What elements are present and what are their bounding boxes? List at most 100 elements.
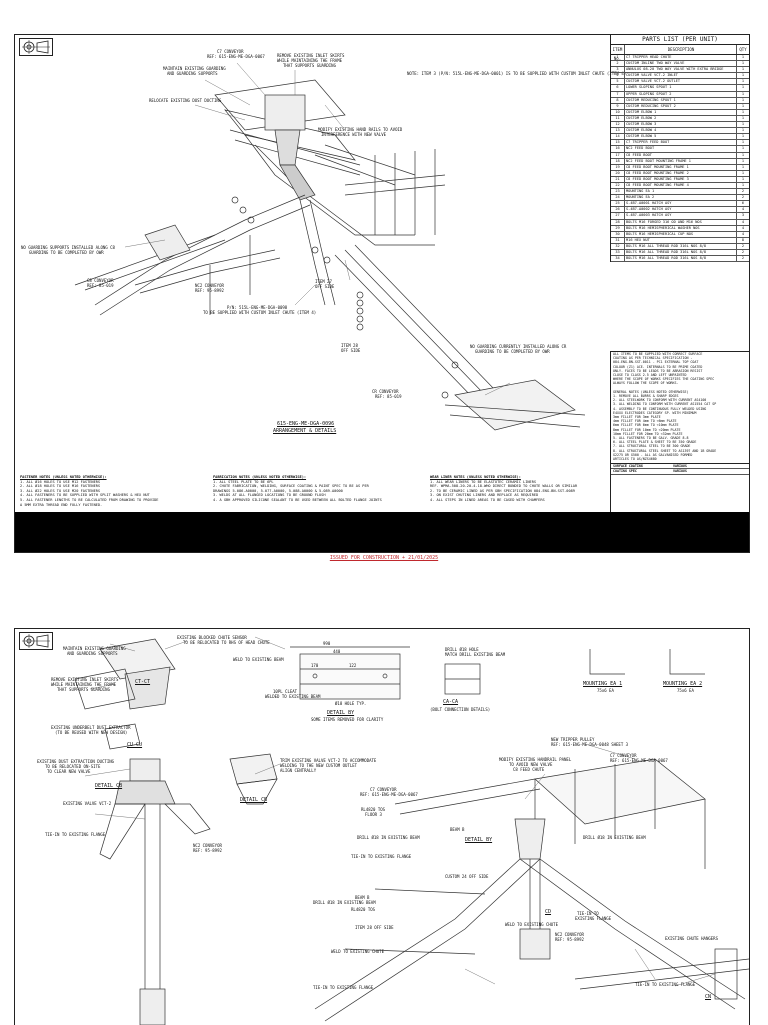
dim-122: 122 (349, 663, 357, 668)
fastener-notes-heading: FASTENER NOTES (UNLESS NOTED OTHERWISE): (20, 475, 107, 479)
item-number: 15 (611, 140, 625, 146)
callout-remove-skirts: REMOVE EXISTING INLET SKIRTS (277, 53, 345, 58)
callout-c8-ref: REF: 85-019 (87, 283, 114, 288)
drawing-sheet-1: C7 CONVEYOR REF: 615-ENG-ME-DGA-0067 MAI… (14, 34, 750, 553)
callout-nc2-conveyor-2: NC2 CONVEYOR (555, 932, 584, 937)
section-ct-ct: CT-CT (135, 679, 151, 685)
item-number: 6 (611, 85, 625, 91)
coating-value: VARIOUS (673, 464, 687, 469)
general-note-line: 3mm FILLET FOR 3mm PLATE (613, 415, 661, 420)
item-qty: 3 (741, 213, 745, 218)
general-note-line: ONLY. FACES TO BE LEADS TO BE ABRASION R… (613, 368, 703, 373)
item-qty: 2 (741, 250, 745, 254)
callout-c8-feed: C8 FEED CHUTE (513, 767, 545, 772)
fabrication-notes-heading: FABRICATION NOTES (UNLESS NOTED OTHERWIS… (213, 475, 307, 479)
header-item: ITEM No. (611, 45, 625, 61)
item-description: LOWER SLOPING SPOUT 1 (625, 85, 737, 91)
item-qty: 1 (741, 182, 745, 187)
item-description: BOLTS M16 HEMISPHERICAL WASHER NOS (625, 225, 737, 231)
general-note-line: ALWAYS FOLLOW THE SCOPE OF WORKS. (613, 381, 679, 386)
callout-underbelt: EXISTING UNDERBELT DUST EXTRACTOR (51, 725, 131, 730)
item-number: 25 (611, 201, 625, 207)
item-description: CUSTOM ELBOW 1 (625, 109, 737, 115)
item-number: 2 (611, 61, 625, 67)
note-top: NOTE: ITEM 3 (P/N: 515L-ENG-ME-DGA-0001)… (407, 71, 627, 76)
callout-remove-skirts-s2: REMOVE EXISTING INLET SKIRTS (51, 677, 119, 682)
general-notes-box: ALL ITEMS TO BE SUPPLIED WITH CORRECT SU… (610, 351, 749, 512)
drawing-number: 615-ENG-ME-DGA-0096 (277, 421, 335, 427)
callout-no-guarding-2: GUARDING TO BE COMPLETED BY OWR (29, 250, 104, 255)
general-note-line: E4XXX ELECTRODES CATEGORY SP. WITH MINIM… (613, 410, 697, 415)
note-line: 2. CHUTE FABRICATION, WELDING, SURFACE C… (213, 484, 369, 489)
general-note-line: 10mm FILLET FOR 20mm TO <32mm PLATE (613, 431, 683, 436)
callout-blocked-sensor: EXISTING BLOCKED CHUTE SENSOR (177, 635, 247, 640)
callout-hole18: Ø18 HOLE TYP. (335, 701, 367, 706)
item-number: 1 (611, 55, 625, 61)
callout-rl: RL4820 TOS (351, 907, 376, 912)
parts-list-header: ITEM No. DESCRIPTION QTY (611, 45, 749, 61)
detail-cb-label: DETAIL CB (95, 783, 123, 789)
callout-cleat-2: WELDED TO EXISTING BEAM (265, 694, 321, 699)
item-qty: 2 (741, 256, 745, 261)
mounting-ea2-sub: 75x6 EA (677, 688, 694, 693)
note-line: DRAWINGS 5-086-A0000, 5-077-A0000, 5-088… (213, 488, 343, 493)
item-qty: 1 (741, 140, 745, 145)
callout-c8-conveyor: C8 CONVEYOR (87, 278, 114, 283)
general-note-line: 5. ALL FASTENERS TO BE GALV. GRADE 8.8 (613, 436, 689, 441)
note-line: A 5MM EXTRA THREAD END FULLY FASTENED. (20, 502, 103, 507)
item-description: CUSTOM ELBOW 2 (625, 115, 737, 122)
dim-170: 170 (311, 663, 319, 668)
detail-by-label-2: DETAIL BY (465, 837, 493, 843)
item-number: 7 (611, 91, 625, 97)
item-number: 24 (611, 195, 625, 201)
item-number: 18 (611, 158, 625, 164)
callout-item27: ITEM 27 (315, 279, 332, 284)
item-qty: 1 (741, 61, 745, 66)
title-block-redacted (15, 512, 749, 552)
item-description: CUSTOM ELBOW 5 (625, 134, 737, 140)
note-line: 5. ALL FASTENER LENGTHS TO BE CALCULATED… (20, 497, 159, 502)
callout-c7-conveyor: C7 CONVEYOR (217, 49, 244, 54)
callout-modify-rails-2: INTERFERENCE WITH NEW VALVE (321, 132, 387, 137)
general-note-line: 1. REMOVE ALL BURRS & SHARP EDGES (613, 394, 679, 399)
item-description: M16 HEX NUT (625, 237, 737, 243)
callout-maintain-guarding: MAINTAIN EXISTING GUARDING (163, 66, 226, 71)
item-qty: 1 (741, 122, 745, 127)
item-description: CUSTOM REDUCING SPOUT 2 (625, 103, 737, 109)
general-note-line: COLOUR (Z1) ACE. INTERNALS TO BE PRIME C… (613, 364, 703, 369)
header-description: DESCRIPTION (625, 45, 737, 54)
callout-drill-beam-2: DRILL Ø18 IN EXISTING BEAM (583, 835, 646, 840)
general-note-line: G2275 OR G500 - ALL AS GALVANISED FORMED (613, 452, 693, 457)
callout-cr-ref: REF: 85-019 (375, 394, 402, 399)
callout-cr-guarding-2: GUARDING TO BE COMPLETED BY OWR (475, 349, 550, 354)
item-qty: 1 (741, 170, 745, 175)
wear-liner-notes-heading: WEAR LINER NOTES (UNLESS NOTED OTHERWISE… (430, 475, 521, 479)
mounting-ea1-sub: 75x6 EA (597, 688, 614, 693)
item-number: 20 (611, 170, 625, 176)
item-description: MOUNTING EA 2 (625, 195, 737, 201)
detail-by-sub: SOME ITEMS REMOVED FOR CLARITY (311, 717, 384, 722)
section-cd: CD (545, 909, 552, 915)
callout-nc2-ref: REF: 95-8992 (195, 288, 224, 293)
callout-weld-chute: WELD TO EXISTING CHUTE (505, 922, 558, 927)
callout-trim-valve-3: ALIGN CENTRALLY (280, 768, 317, 773)
general-note-line: WHERE THE SCOPE OF WORKS SPECIFIES THE C… (613, 377, 715, 382)
item-qty: 1 (741, 67, 745, 72)
item-description: C8 FEED BOOT MOUNTING FRAME 1 (625, 164, 737, 170)
general-note-line: 7. ALL STRUCTURAL STEEL TO BE 300 GRADE (613, 444, 691, 449)
callout-cr-guarding: NO GUARDING CURRENTLY INSTALLED ALONG CR (470, 344, 567, 349)
callout-tiein-flange-3b: EXISTING FLANGE (575, 916, 612, 921)
note-line: 4. A GBH APPROVED SILICONE SEALANT TO BE… (213, 497, 382, 502)
